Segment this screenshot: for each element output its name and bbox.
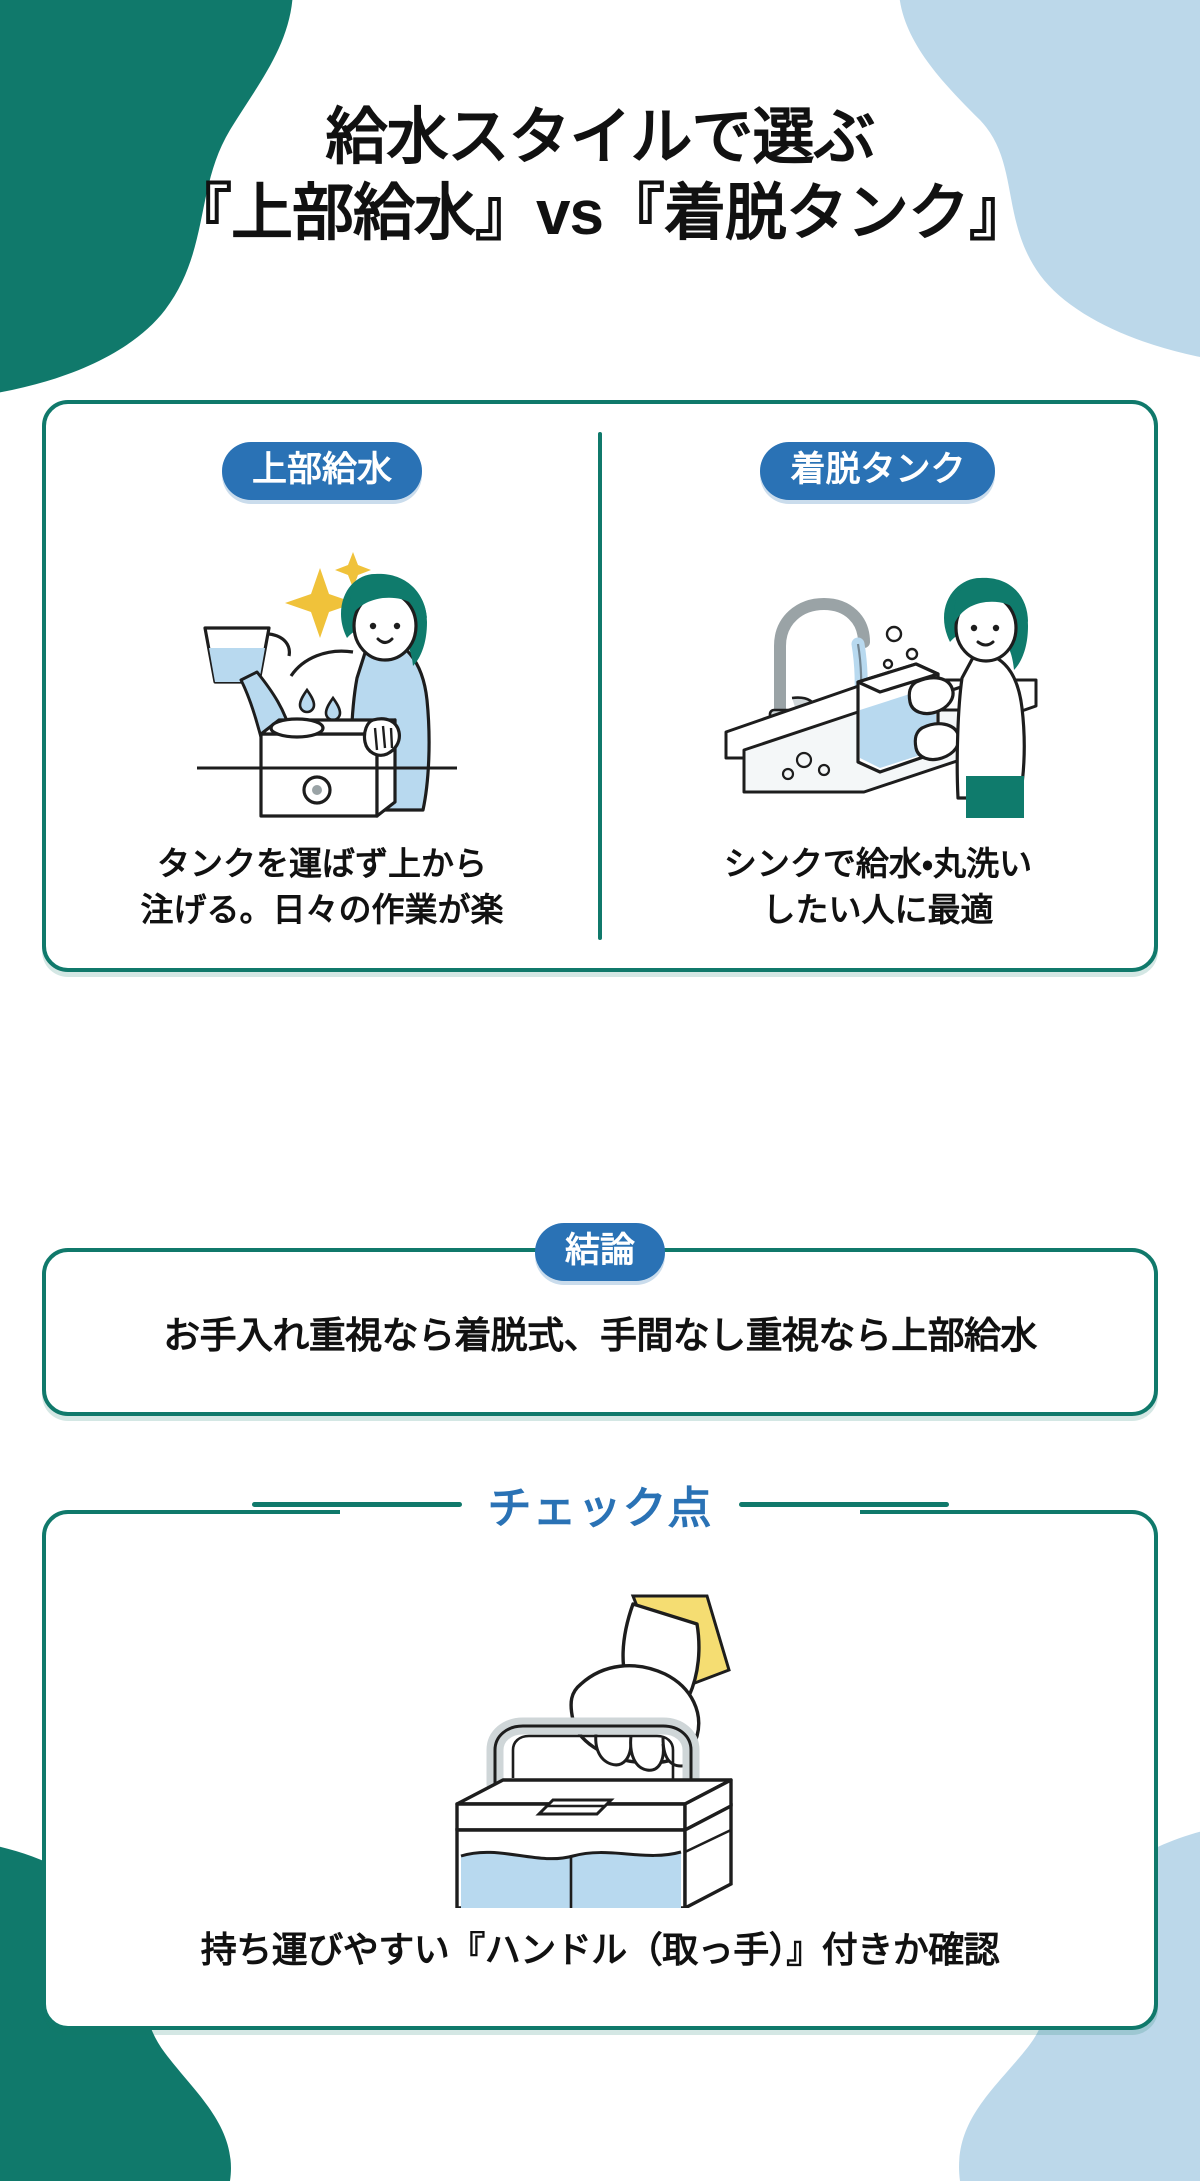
page-title: 給水スタイルで選ぶ 『上部給水』vs『着脱タンク』 (0, 100, 1200, 251)
caption-removable-tank-line-2: したい人に最適 (762, 890, 994, 928)
caption-top-fill: タンクを運ばず上から 注げる。日々の作業が楽 (141, 841, 504, 932)
woman-pouring-water-into-humidifier-icon (157, 522, 487, 827)
page-title-line-1: 給水スタイルで選ぶ (325, 103, 875, 172)
comparison-card: 上部給水 (42, 400, 1158, 972)
conclusion-card: 結論 お手入れ重視なら着脱式、手間なし重視なら上部給水 (42, 1223, 1158, 1416)
woman-washing-tank-in-sink-icon (708, 522, 1048, 827)
check-card: 持ち運びやすい『ハンドル（取っ手）』付きか確認 (42, 1510, 1158, 2030)
caption-removable-tank: シンクで給水・丸洗い したい人に最適 (724, 841, 1032, 932)
comparison-column-top-fill: 上部給水 (46, 404, 598, 968)
hand-carrying-tank-by-handle-icon (385, 1588, 815, 1913)
page-title-line-2: 『上部給水』vs『着脱タンク』 (170, 178, 1031, 248)
comparison-column-removable-tank: 着脱タンク (602, 404, 1154, 968)
badge-top-fill: 上部給水 (221, 442, 422, 500)
check-heading-rule-left (251, 1501, 462, 1507)
badge-conclusion: 結論 (534, 1223, 666, 1281)
comparison-divider (598, 432, 602, 940)
check-caption: 持ち運びやすい『ハンドル（取っ手）』付きか確認 (200, 1929, 1000, 1970)
caption-removable-tank-line-1: シンクで給水・丸洗い (723, 845, 1033, 882)
badge-removable-tank: 着脱タンク (760, 442, 996, 500)
caption-top-fill-line-1: タンクを運ばず上から (157, 845, 487, 882)
check-heading-rule-right (738, 1501, 949, 1507)
check-heading: チェック点 (42, 1472, 1158, 1536)
check-heading-label: チェック点 (487, 1484, 713, 1533)
conclusion-text: お手入れ重視なら着脱式、手間なし重視なら上部給水 (163, 1315, 1037, 1356)
caption-top-fill-line-2: 注げる。日々の作業が楽 (140, 890, 504, 928)
